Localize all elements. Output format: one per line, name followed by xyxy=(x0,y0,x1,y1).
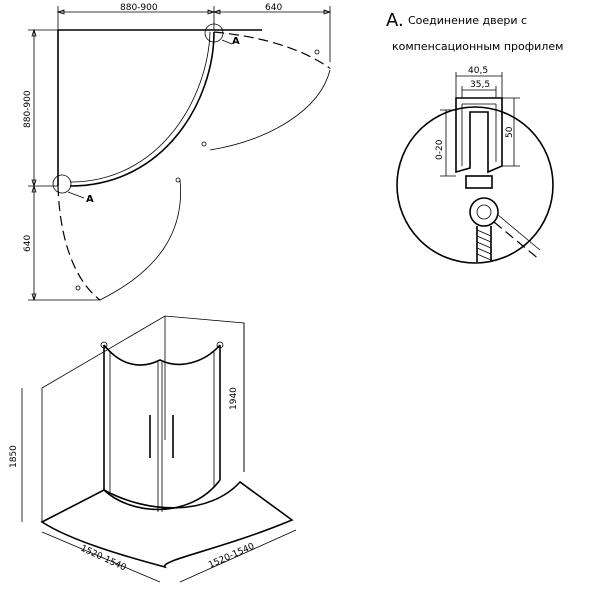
iso-dim-line xyxy=(41,531,161,583)
plan-dim-left-lower: 640 xyxy=(23,235,33,252)
detail-dim-gap-line xyxy=(440,109,456,177)
plan-door-swing xyxy=(57,185,101,301)
detail-title-line1: Соединение двери с xyxy=(408,14,527,27)
detail-dim-height-line xyxy=(502,97,520,167)
detail-dim-height: 50 xyxy=(505,126,515,138)
plan-leader xyxy=(67,191,85,199)
plan-detail-circle xyxy=(52,174,72,194)
isometric-view: 1850 1940 1520-1540 1520-1540 xyxy=(9,315,297,583)
plan-handle xyxy=(201,141,207,147)
iso-top-curve xyxy=(103,344,221,366)
detail-clamp xyxy=(465,175,493,189)
detail-letter: A. xyxy=(386,10,404,31)
plan-view: A A 880-900 640 880-900 640 xyxy=(23,3,332,302)
plan-dim-extension xyxy=(28,29,100,301)
iso-finial xyxy=(100,341,108,349)
detail-circle xyxy=(396,106,554,264)
detail-hinge xyxy=(469,197,499,227)
detail-hinge-inner xyxy=(476,204,492,220)
plan-curved-glass-inner xyxy=(69,31,211,183)
detail-dim-extension xyxy=(455,72,503,98)
plan-leader xyxy=(221,39,233,45)
detail-dim-line xyxy=(456,75,502,91)
detail-glass xyxy=(476,226,492,262)
detail-profile-inner xyxy=(461,103,497,166)
detail-dim-gap: 0-20 xyxy=(435,139,445,160)
plan-dim-left-upper: 880-900 xyxy=(23,90,33,128)
iso-finial xyxy=(216,341,224,349)
plan-door-swing xyxy=(213,31,331,69)
plan-dim-arrows xyxy=(56,9,332,15)
plan-handle xyxy=(75,285,81,291)
plan-dim-top-right: 640 xyxy=(265,3,282,13)
iso-bottom-curve xyxy=(103,479,221,511)
iso-tray xyxy=(40,480,294,569)
detail-title-line2: компенсационным профилем xyxy=(392,40,563,53)
plan-door-swing-left xyxy=(99,179,182,301)
plan-marker-a: A xyxy=(86,194,94,205)
plan-dim-top-left: 880-900 xyxy=(120,3,158,13)
iso-door-left xyxy=(109,352,215,512)
plan-dim-extension xyxy=(57,6,331,62)
detail-dim-width: 40,5 xyxy=(468,66,488,76)
plan-handle xyxy=(175,177,181,183)
plan-curved-glass xyxy=(69,31,215,187)
iso-dim-base-right: 1520-1540 xyxy=(207,542,256,571)
iso-dim-door-height: 1940 xyxy=(229,387,239,410)
detail-door-swing xyxy=(493,221,541,261)
plan-marker-a: A xyxy=(232,36,240,47)
detail-dim-inner: 35,5 xyxy=(470,80,490,90)
detail-glass-hatch xyxy=(476,229,492,261)
detail-door-swing xyxy=(497,214,541,251)
detail-wall-profile xyxy=(455,97,503,174)
iso-dim-line xyxy=(179,529,297,583)
iso-dim-total-height: 1850 xyxy=(9,445,19,468)
plan-handle xyxy=(314,49,320,55)
plan-dim-arrows xyxy=(31,28,37,302)
detail-a: A. Соединение двери с компенсационным пр… xyxy=(386,10,563,264)
plan-door-swing-right xyxy=(209,69,331,151)
